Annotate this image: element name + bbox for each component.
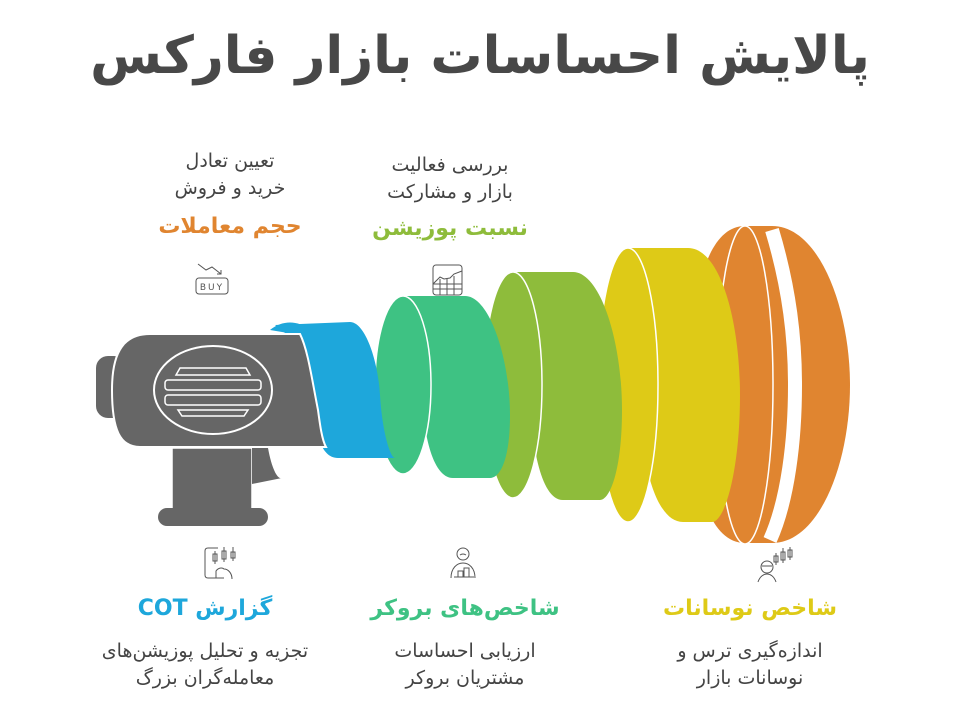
volatility-desc-line1: اندازه‌گیری ترس و: [677, 640, 823, 662]
item-volatility-index: شاخص نوسانات اندازه‌گیری ترس و نوسانات ب…: [640, 594, 860, 692]
item-broker-indicators: شاخص‌های بروکر ارزیابی احساسات مشتریان ب…: [355, 594, 575, 692]
volatility-desc-line2: نوسانات بازار: [696, 667, 804, 689]
broker-heading: شاخص‌های بروکر: [370, 596, 560, 621]
cot-desc-line1: تجزیه و تحلیل پوزیشن‌های: [101, 640, 309, 662]
position-desc-line2: بازار و مشارکت: [387, 181, 513, 203]
position-heading: نسبت پوزیشن: [372, 216, 528, 241]
item-position-ratio: بررسی فعالیت بازار و مشارکت نسبت پوزیشن: [355, 152, 545, 244]
person-candlestick-icon: [755, 547, 795, 583]
volume-heading: حجم معاملات: [158, 214, 302, 239]
teal-coil: [374, 295, 510, 478]
volatility-heading: شاخص نوسانات: [662, 596, 837, 621]
volume-desc-line1: تعیین تعادل: [185, 150, 275, 172]
position-desc-line1: بررسی فعالیت: [391, 154, 509, 176]
broker-desc-line1: ارزیابی احساسات: [394, 640, 536, 662]
broker-desc-line2: مشتریان بروکر: [405, 667, 525, 689]
chart-grid-icon: [432, 264, 464, 296]
hair-dryer: [96, 333, 328, 526]
page-title: پالایش احساسات بازار فارکس: [90, 26, 870, 86]
trader-desk-icon: [448, 546, 480, 580]
cot-heading: گزارش COT: [137, 596, 273, 621]
cot-desc-line2: معامله‌گران بزرگ: [135, 667, 275, 689]
tablet-candlestick-icon: [204, 545, 240, 581]
buy-trend-icon: BUY: [194, 262, 230, 296]
volume-desc-line2: خرید و فروش: [174, 177, 286, 199]
svg-text:BUY: BUY: [200, 283, 224, 293]
item-trading-volume: تعیین تعادل خرید و فروش حجم معاملات: [140, 148, 320, 242]
item-cot-report: گزارش COT تجزیه و تحلیل پوزیشن‌های معامل…: [60, 594, 350, 692]
